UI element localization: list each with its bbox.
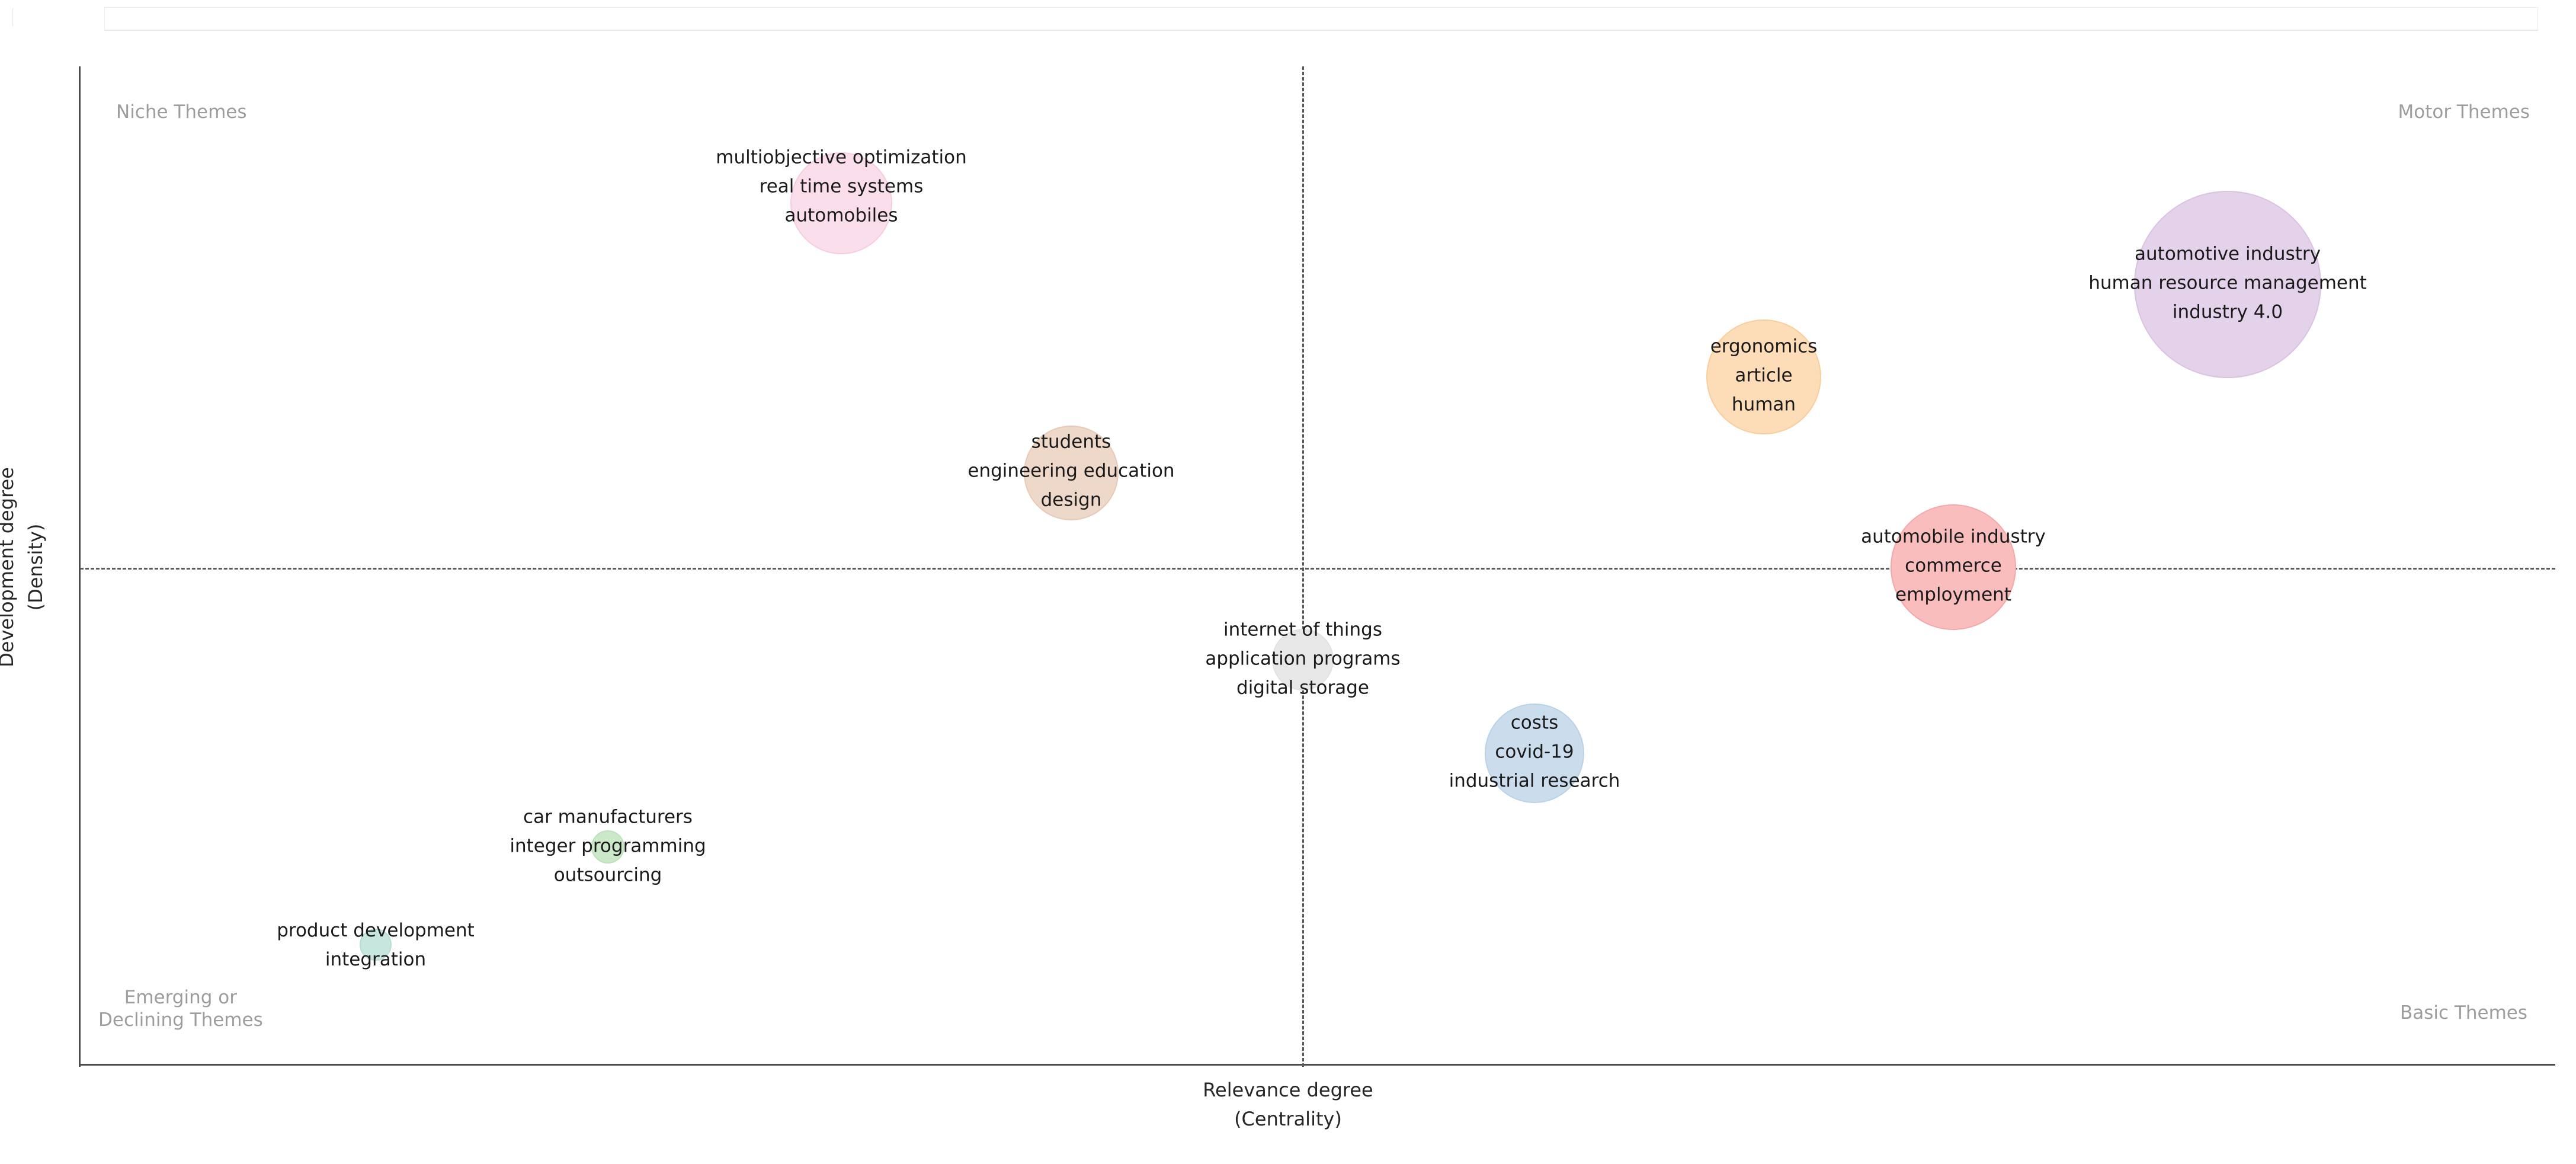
top-panel <box>0 0 2576 31</box>
x-axis-line <box>79 1064 2555 1066</box>
quadrant-label-motor-themes: Motor Themes <box>2398 101 2530 123</box>
theme-bubble-costs-covid[interactable] <box>1485 703 1584 803</box>
theme-bubble-product-development[interactable] <box>360 929 392 961</box>
theme-bubble-ergonomics[interactable] <box>1706 319 1821 434</box>
theme-bubble-internet-of-things[interactable] <box>1272 629 1334 690</box>
theme-bubble-students[interactable] <box>1024 426 1119 520</box>
vertical-quadrant-divider <box>1302 66 1304 1067</box>
quadrant-label-emerging-declining-themes: Emerging or Declining Themes <box>98 987 263 1031</box>
top-panel-container <box>104 7 2538 31</box>
theme-bubble-automobile-industry[interactable] <box>1891 504 2016 630</box>
top-panel-tick <box>12 8 13 26</box>
horizontal-quadrant-divider <box>80 568 2555 570</box>
quadrant-label-niche-themes: Niche Themes <box>116 101 247 123</box>
theme-bubble-car-manufacturers[interactable] <box>591 830 624 864</box>
theme-bubble-automotive-industry[interactable] <box>2134 191 2321 378</box>
x-axis-title: Relevance degree (Centrality) <box>1203 1079 1373 1130</box>
y-axis-title: Development degree (Density) <box>0 467 47 667</box>
quadrant-label-basic-themes: Basic Themes <box>2399 1002 2527 1024</box>
y-axis-line <box>79 66 81 1067</box>
theme-bubble-multiobjective-optimization[interactable] <box>790 152 892 254</box>
